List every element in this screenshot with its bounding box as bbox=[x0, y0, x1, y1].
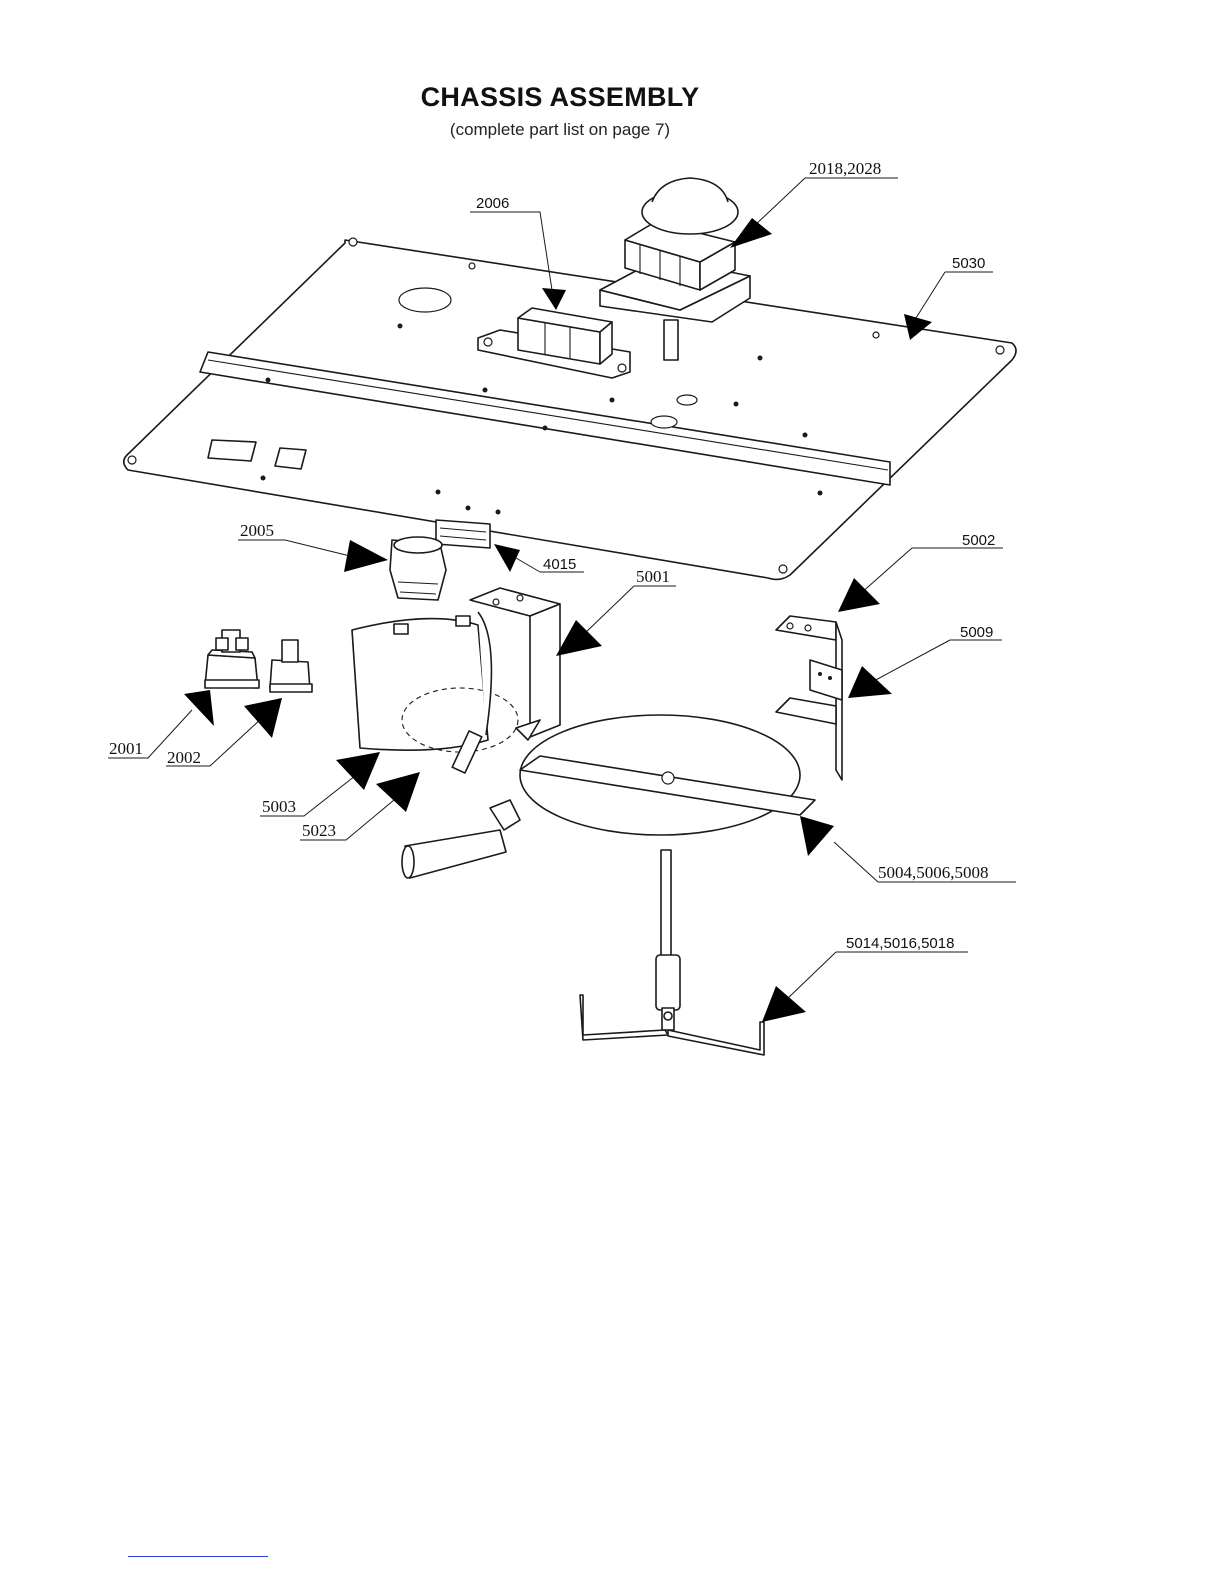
callout-2018-2028: 2018,2028 bbox=[809, 159, 881, 178]
knob-2005 bbox=[390, 537, 446, 600]
callout-2005: 2005 bbox=[240, 521, 274, 540]
shield-5003 bbox=[352, 616, 518, 752]
stirrer-5014 bbox=[580, 850, 764, 1055]
callout-5014-5016-5018: 5014,5016,5018 bbox=[846, 935, 954, 952]
callout-5030: 5030 bbox=[952, 255, 985, 272]
switch-2001 bbox=[205, 630, 259, 688]
callout-5004-5006-5008: 5004,5006,5008 bbox=[878, 863, 989, 882]
footer-link-underline[interactable] bbox=[128, 1556, 268, 1557]
callout-4015: 4015 bbox=[543, 556, 576, 573]
callout-5009: 5009 bbox=[960, 624, 993, 641]
bracket-4015 bbox=[436, 520, 490, 548]
callout-2002: 2002 bbox=[167, 748, 201, 767]
callout-5023: 5023 bbox=[302, 821, 336, 840]
switch-2002 bbox=[270, 640, 312, 692]
callout-5002: 5002 bbox=[962, 532, 995, 549]
callout-2006: 2006 bbox=[476, 195, 509, 212]
callout-5003: 5003 bbox=[262, 797, 296, 816]
callout-2001: 2001 bbox=[109, 739, 143, 758]
callout-5001: 5001 bbox=[636, 567, 670, 586]
